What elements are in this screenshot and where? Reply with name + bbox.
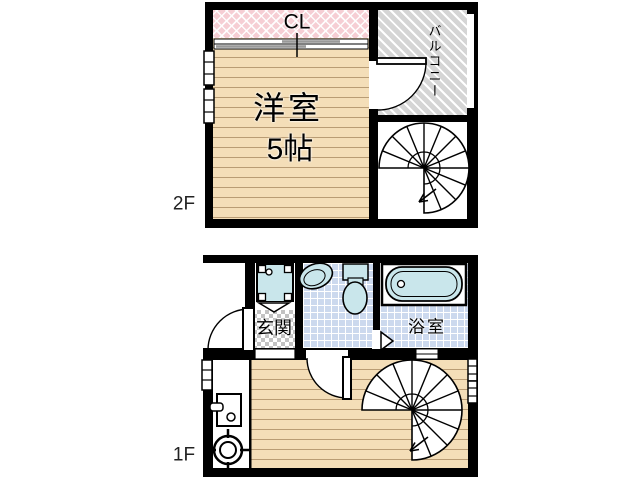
stair-direction-arrow (418, 188, 437, 203)
bathroom-label: 浴室 (408, 317, 446, 337)
spiral-staircase-icon (378, 122, 470, 214)
closet-label: CL (283, 10, 311, 34)
wall (203, 255, 478, 263)
window-icon (467, 380, 478, 404)
wall (205, 2, 478, 10)
stair-direction-arrow (409, 436, 429, 452)
wall (245, 263, 255, 311)
wall (373, 263, 380, 348)
wall (203, 468, 478, 477)
spiral-staircase-icon (361, 359, 463, 461)
room-western-5jo-floor (213, 38, 369, 219)
washbasin-icon (298, 262, 334, 290)
bathtub-icon (380, 262, 468, 307)
closet-cl-area (213, 10, 369, 38)
window-icon (467, 358, 478, 382)
entrance-label: 玄関 (256, 318, 292, 338)
gas-stove-icon (207, 429, 249, 470)
window-icon (201, 359, 213, 391)
kitchen-counter-edge (249, 360, 252, 468)
entrance-genkan-floor (253, 310, 295, 348)
window-icon (203, 88, 215, 124)
wall (369, 115, 478, 122)
floor-2f-label: 2F (172, 193, 196, 215)
toilet-icon (342, 263, 369, 315)
folding-door-icon (255, 302, 295, 313)
window-icon (203, 50, 215, 86)
wall (205, 219, 478, 228)
kitchen-sink-icon (209, 393, 242, 427)
wall (369, 10, 378, 219)
entrance-step (254, 348, 296, 360)
floor-1f-label: 1F (172, 444, 196, 466)
room-size-label: 5帖 (266, 133, 314, 166)
room-door-swing-icon (306, 356, 352, 400)
bathroom-door-icon (372, 330, 395, 352)
balcony-opening (467, 14, 474, 108)
door-opening (306, 350, 348, 359)
balcony-label: バルコニー (426, 24, 442, 99)
bath-step (415, 348, 439, 360)
room-name-label: 洋室 (252, 90, 324, 126)
wall (295, 263, 303, 348)
washing-machine-pan-icon (256, 263, 294, 303)
door-swing-icon (369, 57, 427, 111)
entrance-door-swing-icon (207, 307, 255, 352)
sliding-door-icon (213, 38, 369, 50)
wall (203, 348, 213, 477)
